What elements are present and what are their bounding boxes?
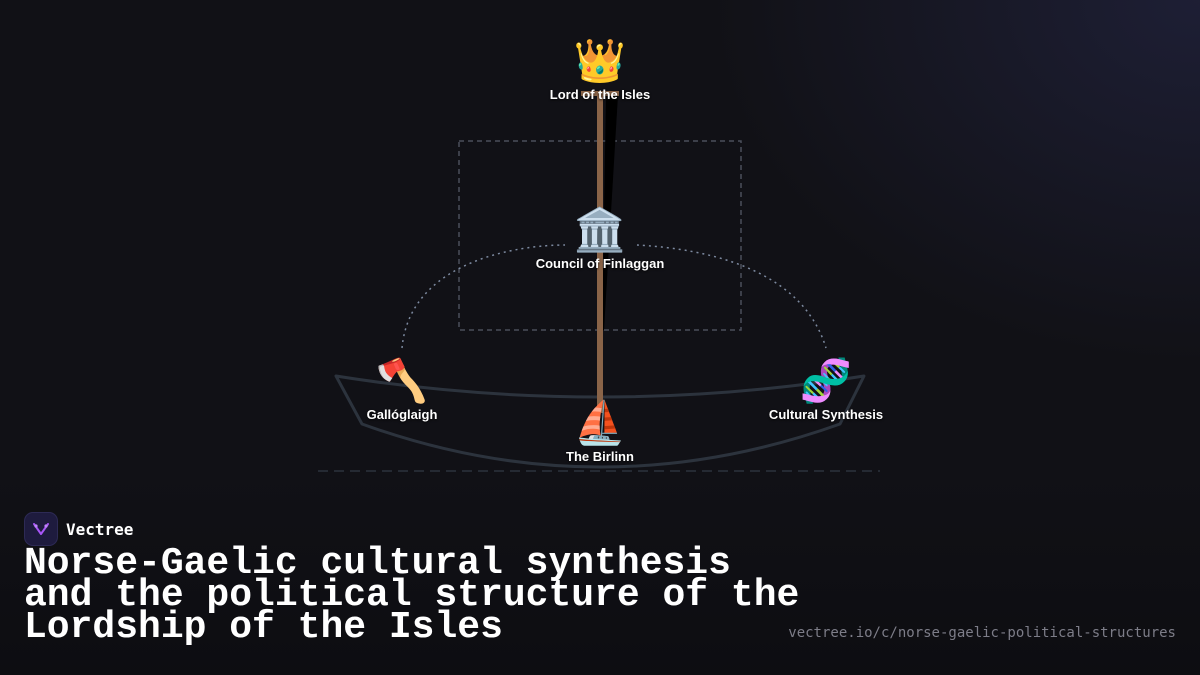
dna-icon: 🧬 [799,356,853,405]
axe-icon: 🪓 [375,356,429,405]
brand-name: Vectree [66,519,134,539]
vectree-logo-icon [24,512,58,546]
lordship-diagram [318,91,880,472]
sailboat-icon: ⛵ [573,398,627,447]
node-label: Lord of the Isles [549,87,651,102]
node-label: Cultural Synthesis [768,407,884,422]
crown-icon: 👑 [573,36,627,85]
node-label: Council of Finlaggan [535,256,665,271]
mast-shadow [602,95,618,330]
brand[interactable]: Vectree [24,512,133,546]
node-label: The Birlinn [566,449,634,464]
node-cultural-synthesis: 🧬 Cultural Synthesis [768,356,884,423]
node-council-of-finlaggan: 🏛️ Council of Finlaggan [535,205,665,272]
mast-yard [581,91,619,96]
page-title: Norse-Gaelic cultural synthesis and the … [24,542,800,649]
node-galloglaigh: 🪓 Gallóglaigh [366,356,438,423]
node-lord-of-the-isles: 👑 Lord of the Isles [549,36,651,103]
node-label: Gallóglaigh [366,407,438,422]
ship-mast [597,95,603,413]
node-the-birlinn: ⛵ The Birlinn [566,398,634,465]
ship-hull [334,374,866,469]
synthesis-arc [401,244,827,349]
source-url[interactable]: vectree.io/c/norse-gaelic-political-stru… [788,625,1176,641]
classical-building-icon: 🏛️ [573,205,627,254]
